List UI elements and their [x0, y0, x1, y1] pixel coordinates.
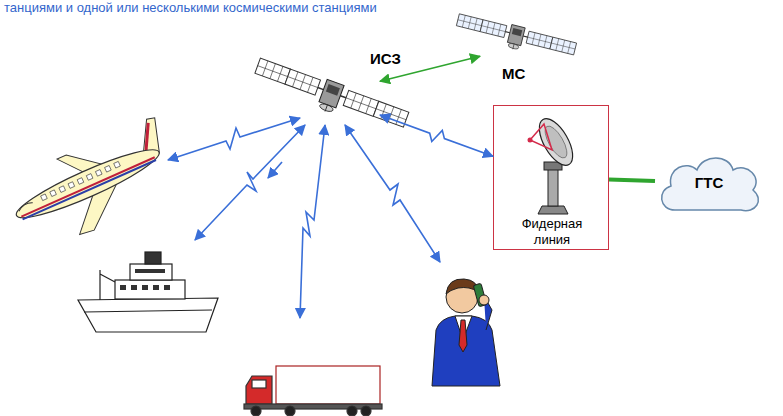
satellite-symbol-part	[454, 12, 577, 64]
ship-part-part	[142, 285, 148, 290]
airplane-part	[21, 157, 154, 216]
airplane-part	[41, 161, 121, 200]
satellite-symbol-part-part	[318, 88, 324, 90]
node-label: МС	[502, 65, 552, 84]
airplane-part-part	[86, 174, 93, 181]
satellite-symbol-part-part	[551, 43, 575, 49]
satellite-symbol-part-part	[258, 66, 288, 77]
person-part	[432, 316, 500, 386]
ship-part	[84, 310, 212, 312]
satellite-symbol	[450, 0, 580, 68]
airplane	[2, 116, 186, 257]
airplane-part-part	[77, 178, 84, 185]
airplane-part-part	[68, 182, 75, 189]
satellite-symbol-part-part	[480, 20, 507, 38]
radio-link	[345, 125, 440, 262]
satellite-symbol-part-part	[528, 37, 552, 43]
satellite-symbol-part-part	[512, 28, 522, 36]
radio-links	[168, 118, 440, 318]
satellite-symbol-part-part	[325, 105, 327, 112]
caption-text: танциями и одной или несколькими космиче…	[4, 0, 564, 16]
satellite-symbol-part-part	[507, 25, 525, 46]
person-part	[479, 295, 489, 305]
node-label: ИСЗ	[370, 50, 420, 69]
airplane-part-part	[50, 190, 57, 197]
airplane-part-part	[59, 186, 66, 193]
node-label: ГТС	[655, 174, 763, 193]
link-connector	[380, 115, 493, 156]
truck-part	[276, 366, 380, 404]
satellite-symbol-part-part	[373, 101, 409, 127]
radio-link	[195, 125, 305, 240]
ship-part-part	[153, 285, 159, 290]
earth-station-symbol-part	[528, 138, 533, 143]
satellite-symbol-part-part	[346, 98, 376, 109]
airplane-part-part	[41, 194, 48, 201]
airplane-part	[136, 123, 158, 150]
satellite-symbol-part-part	[376, 109, 406, 120]
truck-part	[246, 376, 272, 404]
earth-station-symbol-part	[548, 168, 558, 206]
node-label: Фидерная линия	[512, 216, 592, 249]
ship-part	[100, 270, 115, 300]
radio-link	[300, 125, 325, 318]
satellite-symbol-part-part	[340, 96, 346, 98]
truck-part	[251, 406, 261, 416]
earth-station-box: Фидерная линия	[493, 105, 609, 250]
airplane-part	[17, 201, 33, 211]
truck-part	[285, 406, 295, 416]
truck	[244, 366, 382, 416]
airplane-part-part	[105, 165, 112, 172]
earth-station-symbol-part	[533, 113, 580, 170]
satellite-symbol-part-part	[326, 84, 340, 96]
ship-part	[120, 269, 170, 290]
airplane-part	[23, 160, 156, 219]
truck-part	[347, 406, 357, 416]
satellite-symbol-part-part	[255, 58, 291, 84]
earth-station-symbol-part	[530, 124, 552, 150]
satellite-symbol-part-part	[458, 20, 482, 26]
satellite-symbol-part-part	[505, 32, 509, 33]
radio-link	[268, 162, 282, 178]
satellite-symbol-part-part	[456, 14, 483, 32]
satellite-symbol-part-part	[319, 103, 334, 113]
truck-part	[252, 380, 266, 388]
truck-part	[361, 406, 371, 416]
link-connector	[609, 180, 655, 182]
person	[432, 279, 500, 386]
satellite-symbol-part-part	[526, 31, 553, 49]
person-part	[459, 320, 467, 352]
airplane-part	[11, 140, 164, 227]
satellite-symbol-part-part	[513, 44, 514, 49]
ship-part-part	[120, 285, 126, 290]
satellite-symbol-part-part	[508, 43, 519, 50]
satellite-symbol-part-part	[523, 36, 527, 37]
earth-station-symbol-part	[494, 106, 610, 251]
ship-part-part	[164, 285, 170, 290]
airplane-part-part	[114, 161, 121, 168]
earth-station-symbol-part	[538, 206, 568, 214]
satellite-node: МС	[480, 10, 550, 85]
satellite-symbol-part-part	[482, 26, 506, 32]
satellite-symbol-part-part	[343, 90, 379, 116]
satellite-symbol-part	[251, 55, 410, 138]
satellite-node: ИСЗ	[270, 60, 380, 130]
ship-part	[130, 264, 172, 280]
ship-part-part	[131, 285, 137, 290]
airplane-part-part	[95, 170, 102, 177]
satellite-symbol-part-part	[550, 37, 577, 55]
radio-link	[168, 118, 300, 160]
ship-part	[115, 280, 185, 299]
network-cloud: ГТС	[655, 148, 763, 218]
ship-part-part	[135, 269, 165, 273]
link-connector	[380, 56, 480, 81]
ship	[78, 252, 218, 332]
satellite-symbol-part-part	[288, 77, 318, 88]
satellite-symbol-part-part	[285, 69, 321, 95]
ship-part	[78, 298, 218, 332]
ship-part	[145, 252, 161, 264]
